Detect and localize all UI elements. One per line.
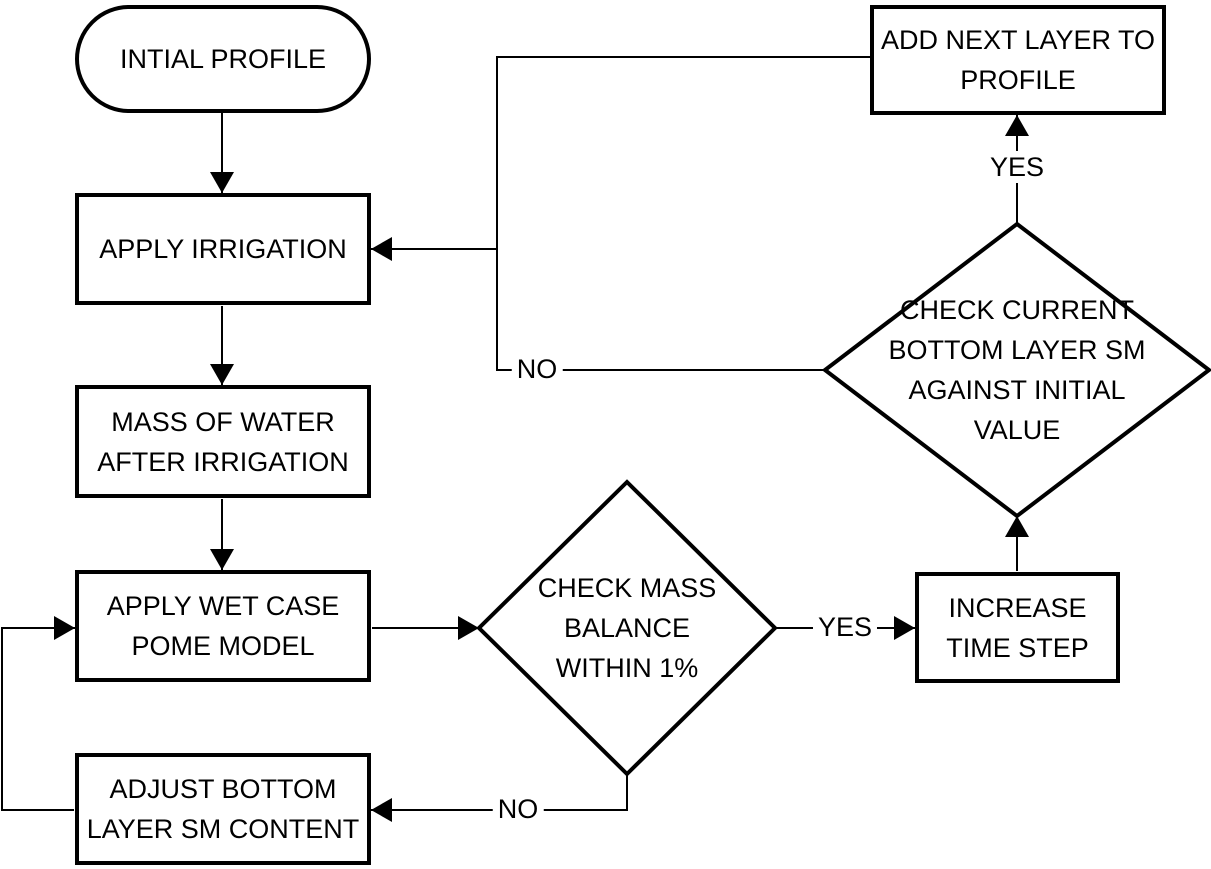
node-initial-profile: INTIAL PROFILE [75,5,371,113]
node-adjust-bottom-line1: ADJUST BOTTOM [109,774,337,804]
node-check-bottom-sm-line1: CHECK CURRENT [899,295,1134,325]
node-initial-profile-label: INTIAL PROFILE [119,44,327,74]
node-mass-of-water-line2: AFTER IRRIGATION [97,446,349,477]
node-check-mass-balance-line2: BALANCE [563,613,691,643]
node-check-mass-balance-line3: WITHIN 1% [555,653,699,683]
node-check-mass-balance: CHECK MASS BALANCE WITHIN 1% [497,568,757,688]
node-add-next-layer-line1: ADD NEXT LAYER TO [880,25,1156,55]
node-apply-wet-case: APPLY WET CASE POME MODEL [75,570,371,682]
node-apply-wet-case-line1: APPLY WET CASE [106,591,340,621]
node-apply-wet-case-line2: POME MODEL [131,631,315,661]
edge-label-bottom-sm-no: NO [511,353,563,385]
node-apply-irrigation-label: APPLY IRRIGATION [99,234,347,264]
node-check-mass-balance-line1: CHECK MASS [537,573,717,603]
node-adjust-bottom-line2: LAYER SM CONTENT [86,814,360,844]
node-add-next-layer-line2: PROFILE [960,65,1076,95]
node-check-bottom-sm-line2: BOTTOM LAYER SM [888,335,1146,365]
edge-label-bottom-sm-yes: YES [984,151,1050,183]
node-apply-irrigation: APPLY IRRIGATION [75,193,371,305]
edge-check-mass-balance-no-to-adjust-bottom [371,775,628,822]
node-mass-of-water: MASS OF WATER AFTER IRRIGATION [75,385,371,498]
node-increase-time-step-line2: TIME STEP [946,632,1089,663]
edge-label-mass-balance-yes: YES [812,611,878,643]
node-check-bottom-sm-line4: VALUE [973,415,1061,445]
node-adjust-bottom: ADJUST BOTTOM LAYER SM CONTENT [75,753,371,865]
node-increase-time-step: INCREASE TIME STEP [915,572,1120,683]
edge-adjust-bottom-to-apply-wet-case [1,616,75,811]
node-increase-time-step-line1: INCREASE [948,592,1087,623]
edge-add-next-layer-and-no-loop [496,56,871,371]
node-check-bottom-sm-line3: AGAINST INITIAL [908,375,1126,405]
node-mass-of-water-line1: MASS OF WATER [111,406,335,437]
node-add-next-layer: ADD NEXT LAYER TO PROFILE [870,5,1166,115]
decision-check-mass-balance-shape [476,479,778,777]
node-check-bottom-sm: CHECK CURRENT BOTTOM LAYER SM AGAINST IN… [867,290,1167,450]
edge-label-mass-balance-no: NO [492,793,544,825]
